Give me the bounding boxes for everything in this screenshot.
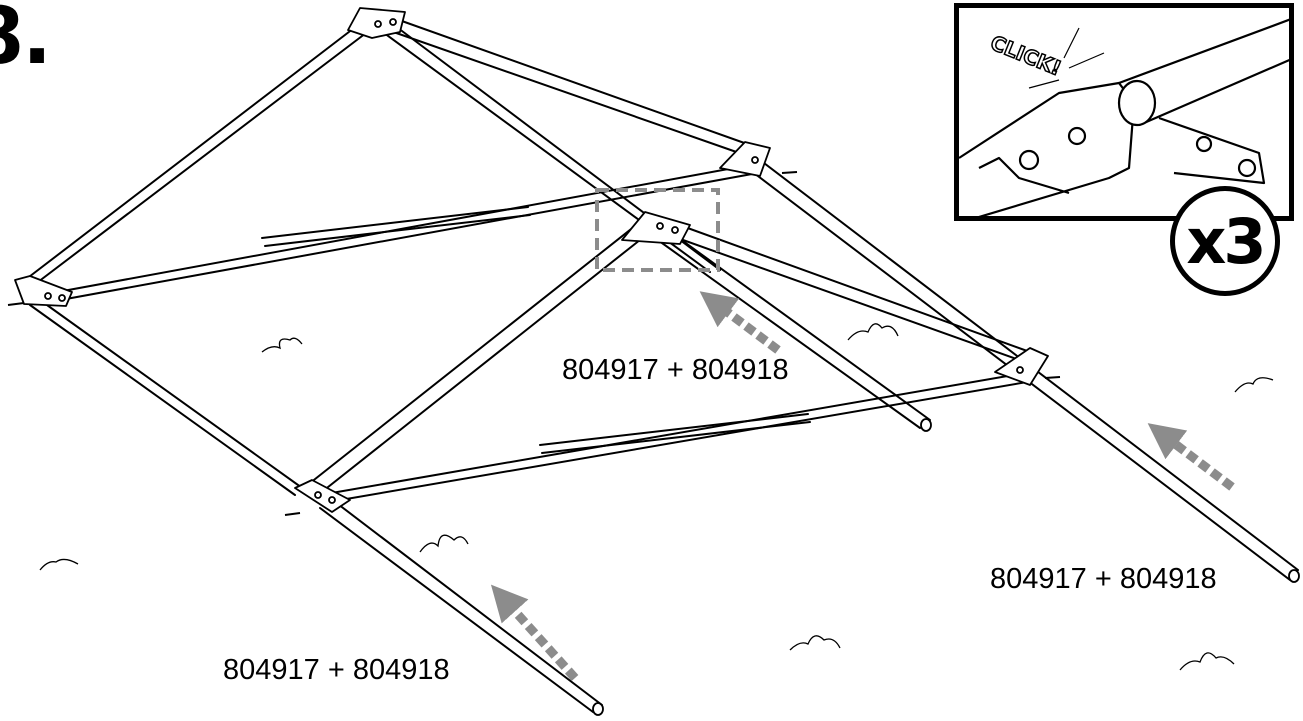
grass-tuft-icon (39, 323, 1274, 671)
arrow-icon (490, 291, 1235, 682)
multiplier-badge: x3 (1170, 186, 1280, 296)
joint-detail: CLICK! (959, 18, 1289, 216)
frame-joints (14, 7, 1300, 716)
part-label-front: 804917 + 804918 (223, 654, 450, 686)
pin-icon (7, 171, 1061, 516)
part-label-middle: 804917 + 804918 (562, 354, 789, 386)
click-text: CLICK! (987, 30, 1065, 80)
detail-box (595, 188, 720, 272)
part-label-right: 804917 + 804918 (990, 563, 1217, 595)
step-number: 8. (0, 0, 52, 82)
multiplier-text: x3 (1186, 204, 1266, 278)
detail-inset: CLICK! (954, 3, 1294, 221)
